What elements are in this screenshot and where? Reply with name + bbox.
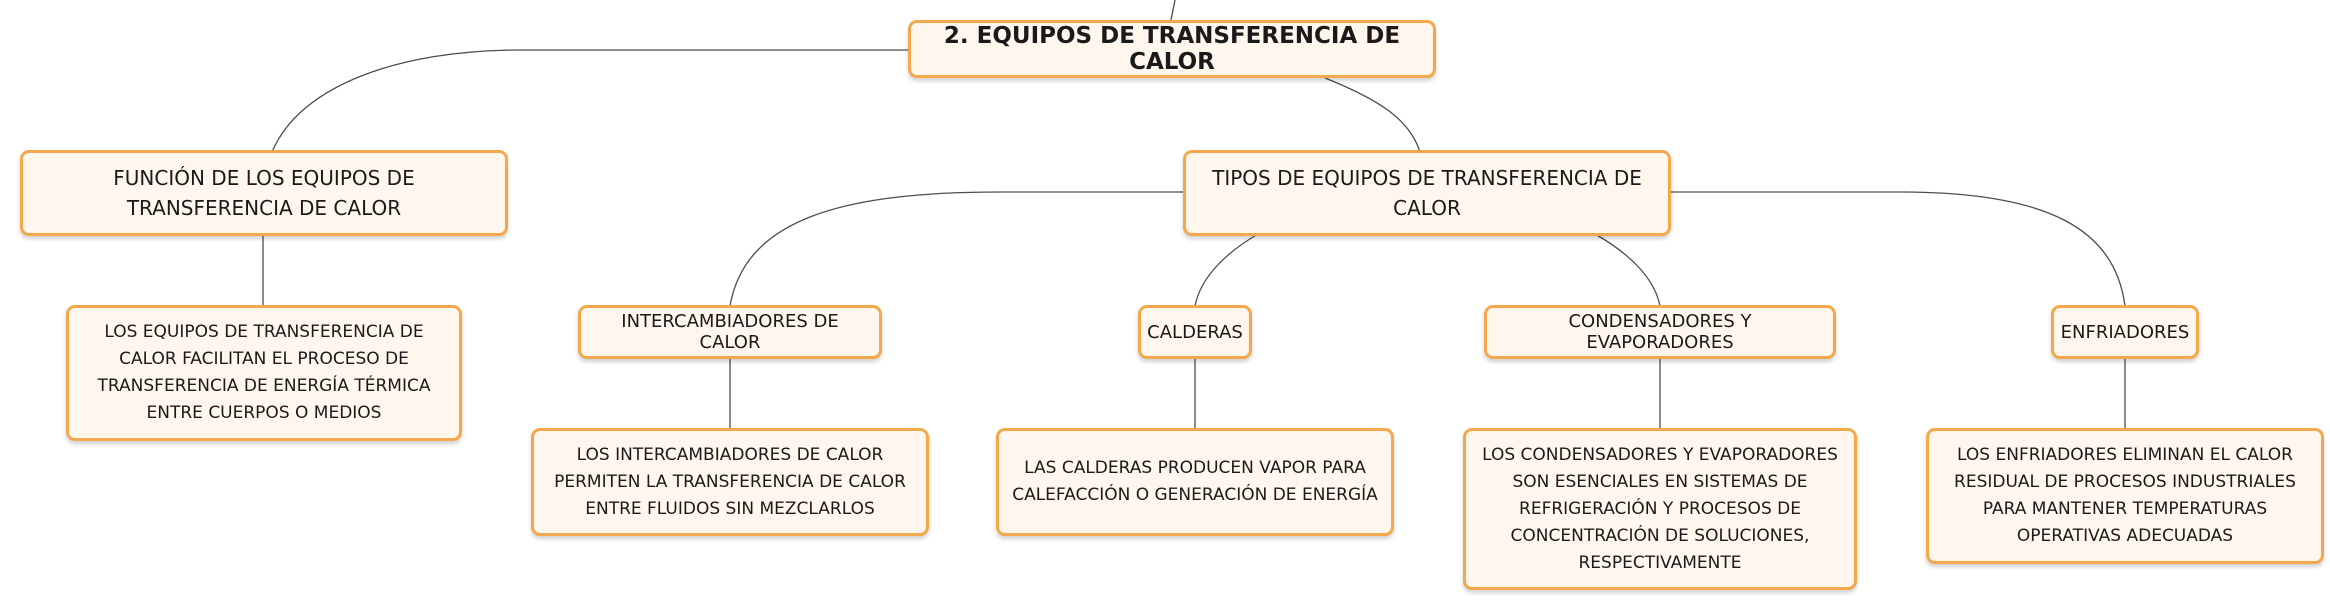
tipos-node[interactable]: TIPOS DE EQUIPOS DE TRANSFERENCIA DE CAL… [1183,150,1671,236]
connector-root-incoming [1170,0,1176,21]
connector-tipos-to-intercambiadores [729,191,1185,307]
root-node-label: 2. EQUIPOS DE TRANSFERENCIA DE CALOR [943,23,1401,75]
condensadores-detail-node[interactable]: LOS CONDENSADORES Y EVAPORADORES SON ESE… [1463,428,1857,590]
calderas-detail-text: LAS CALDERAS PRODUCEN VAPOR PARA CALEFAC… [1012,458,1378,505]
connector-root-to-tipos [1324,77,1421,153]
condensadores-detail-text: LOS CONDENSADORES Y EVAPORADORES SON ESE… [1482,444,1838,573]
intercambiadores-node-label: INTERCAMBIADORES DE CALOR [621,311,839,353]
condensadores-node[interactable]: CONDENSADORES Y EVAPORADORES [1484,305,1836,359]
intercambiadores-detail-text: LOS INTERCAMBIADORES DE CALOR PERMITEN L… [554,444,906,519]
funcion-node[interactable]: FUNCIÓN DE LOS EQUIPOS DE TRANSFERENCIA … [20,150,508,236]
tipos-node-label: TIPOS DE EQUIPOS DE TRANSFERENCIA DE CAL… [1212,166,1642,220]
connector-tipos-to-calderas [1194,233,1259,307]
funcion-node-label: FUNCIÓN DE LOS EQUIPOS DE TRANSFERENCIA … [113,166,415,220]
intercambiadores-node[interactable]: INTERCAMBIADORES DE CALOR [578,305,882,359]
funcion-detail-node[interactable]: LOS EQUIPOS DE TRANSFERENCIA DE CALOR FA… [66,305,462,441]
connector-tipos-to-enfriadores [1670,191,2126,307]
root-node[interactable]: 2. EQUIPOS DE TRANSFERENCIA DE CALOR [908,20,1436,78]
enfriadores-node[interactable]: ENFRIADORES [2051,305,2199,359]
enfriadores-node-label: ENFRIADORES [2060,321,2190,343]
enfriadores-detail-text: LOS ENFRIADORES ELIMINAN EL CALOR RESIDU… [1954,445,2296,546]
calderas-node-label: CALDERAS [1147,321,1243,343]
enfriadores-detail-node[interactable]: LOS ENFRIADORES ELIMINAN EL CALOR RESIDU… [1926,428,2324,564]
funcion-detail-text: LOS EQUIPOS DE TRANSFERENCIA DE CALOR FA… [97,322,431,423]
connector-tipos-to-condensadores [1594,233,1661,307]
intercambiadores-detail-node[interactable]: LOS INTERCAMBIADORES DE CALOR PERMITEN L… [531,428,929,536]
condensadores-node-label: CONDENSADORES Y EVAPORADORES [1568,311,1752,353]
calderas-node[interactable]: CALDERAS [1138,305,1252,359]
calderas-detail-node[interactable]: LAS CALDERAS PRODUCEN VAPOR PARA CALEFAC… [996,428,1394,536]
connector-root-to-funcion [271,49,910,153]
